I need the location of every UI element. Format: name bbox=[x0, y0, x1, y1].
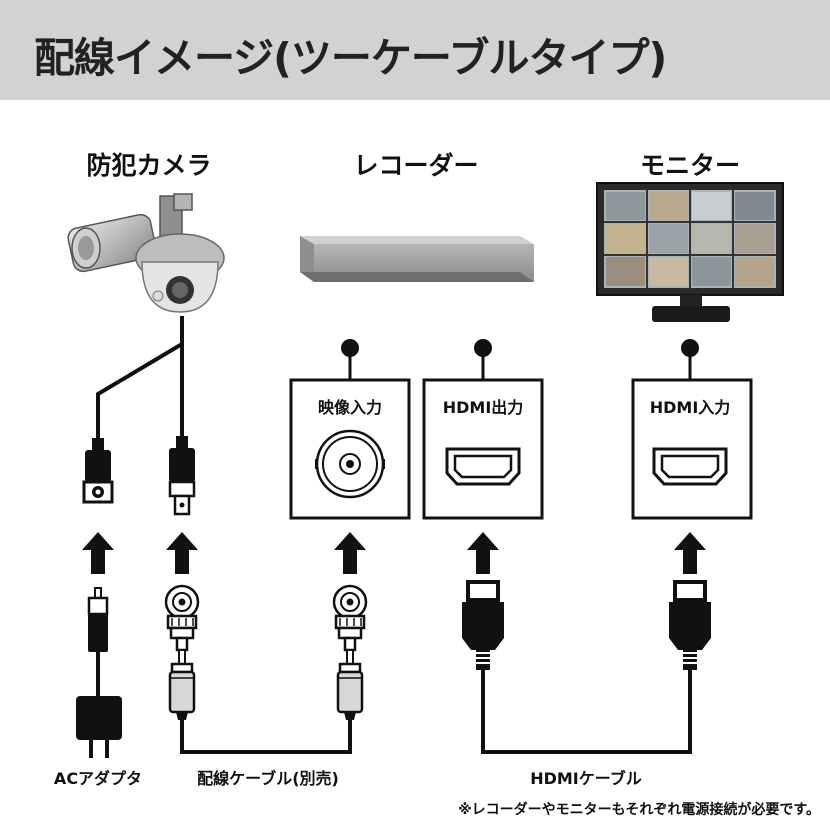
hdmi-port-icon bbox=[445, 447, 521, 486]
arrow-up-icon bbox=[166, 532, 198, 574]
wiring-cable-label: 配線ケーブル(別売) bbox=[197, 769, 339, 788]
video-input-port-box bbox=[289, 378, 411, 520]
monitor-icon bbox=[596, 182, 784, 322]
hdmi-input-label: HDMI入力 bbox=[649, 398, 731, 417]
arrow-up-icon bbox=[82, 532, 114, 574]
page-title: 配線イメージ(ツーケーブルタイプ) bbox=[34, 34, 667, 82]
security-camera-icon bbox=[67, 193, 225, 313]
recorder-label: レコーダー bbox=[353, 151, 479, 180]
monitor-label: モニター bbox=[639, 151, 741, 180]
hdmi-cable-icon bbox=[460, 580, 713, 754]
arrow-up-icon bbox=[334, 532, 366, 574]
video-input-label: 映像入力 bbox=[317, 398, 383, 417]
hdmi-cable-label: HDMIケーブル bbox=[530, 769, 642, 788]
camera-cables bbox=[96, 316, 184, 440]
ac-adapter-icon bbox=[76, 587, 122, 758]
hdmi-output-port-box bbox=[422, 378, 544, 520]
hdmi-input-port-box bbox=[631, 378, 753, 520]
wiring-cable-icon bbox=[164, 584, 368, 754]
hdmi-port-icon bbox=[652, 447, 728, 486]
ac-adapter-label: ACアダプタ bbox=[53, 769, 143, 788]
title-banner: 配線イメージ(ツーケーブルタイプ) bbox=[0, 0, 830, 100]
arrow-up-icon bbox=[467, 532, 499, 574]
bnc-port-icon bbox=[315, 429, 385, 499]
recorder-icon bbox=[300, 236, 534, 282]
arrow-up-icon bbox=[674, 532, 706, 574]
camera-video-jack bbox=[168, 436, 196, 516]
port-pins bbox=[341, 339, 699, 380]
power-note: ※レコーダーやモニターもそれぞれ電源接続が必要です。 bbox=[458, 802, 820, 818]
camera-power-jack bbox=[82, 438, 114, 504]
camera-label: 防犯カメラ bbox=[86, 151, 212, 180]
hdmi-output-label: HDMI出力 bbox=[442, 398, 524, 417]
